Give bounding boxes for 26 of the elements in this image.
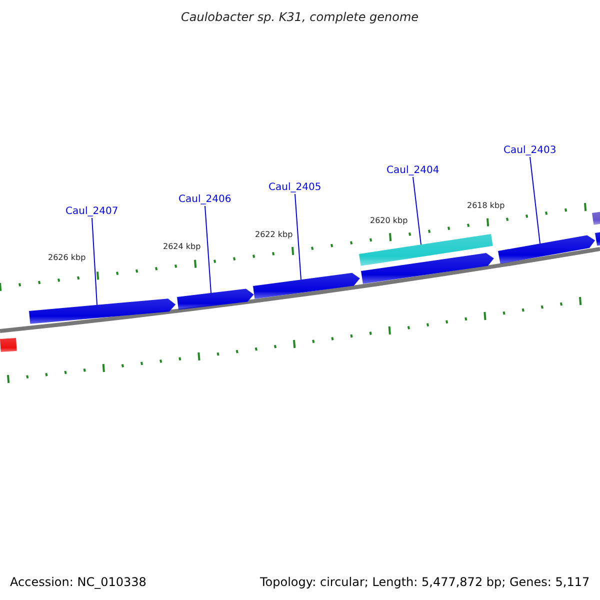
gene-feature	[29, 298, 176, 324]
leader-line	[294, 194, 302, 280]
gene-feature	[253, 272, 360, 299]
diagram-title: Caulobacter sp. K31, complete genome	[181, 10, 419, 24]
gene-name: Caul_2406	[178, 194, 232, 205]
scale-label: 2626 kbp	[48, 253, 86, 262]
leader-line	[530, 156, 540, 244]
scale-label: 2624 kbp	[163, 242, 201, 251]
gene-feature	[595, 230, 600, 246]
gene-feature	[177, 288, 254, 310]
gene-segment	[592, 209, 600, 225]
leader-line	[92, 218, 98, 306]
gene-name: Caul_2403	[504, 145, 556, 156]
scale-label: 2622 kbp	[255, 230, 293, 239]
gene-segment	[359, 234, 493, 266]
gene-feature	[498, 235, 596, 264]
accession-text: Accession: NC_010338	[10, 575, 146, 589]
gene-segment	[0, 338, 17, 352]
gene-name: Caul_2404	[386, 165, 440, 176]
gene-name: Caul_2407	[66, 206, 118, 217]
gene-feature	[361, 253, 494, 284]
scale-label: 2618 kbp	[467, 201, 505, 210]
leader-line	[204, 206, 212, 294]
genome-summary: Topology: circular; Length: 5,477,872 bp; Genes: 5,117	[260, 575, 590, 589]
scale-label: 2620 kbp	[370, 216, 408, 225]
gene-name: Caul_2405	[268, 182, 322, 193]
